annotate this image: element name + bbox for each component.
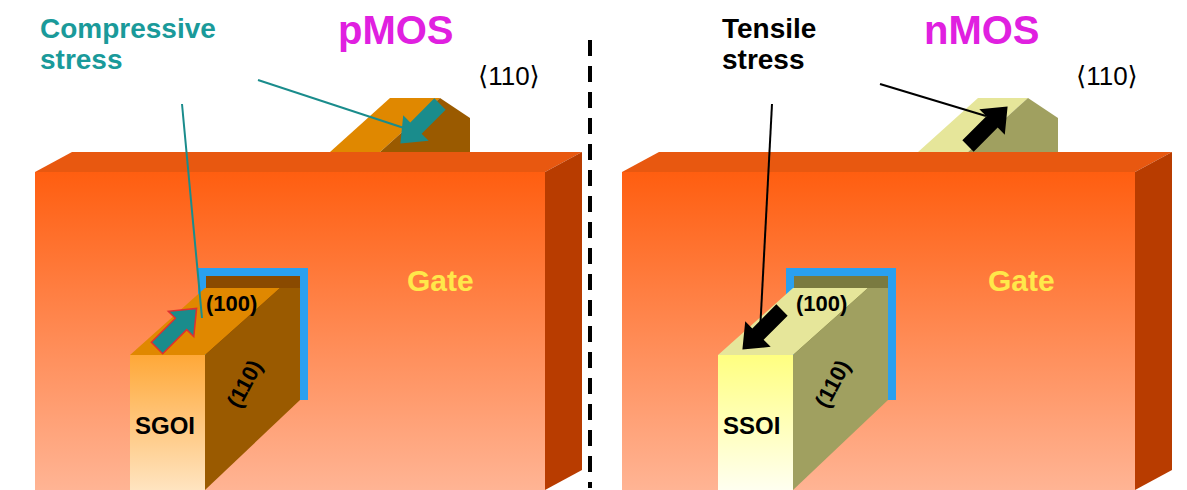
leader-line (258, 80, 404, 128)
node-text: Gate (988, 264, 1055, 297)
leader-line (182, 104, 202, 318)
node-text: SGOI (135, 413, 195, 439)
plane-label: (100) (796, 292, 847, 316)
fin-front (718, 355, 793, 490)
gate-top (35, 152, 582, 172)
gate-front (35, 172, 545, 490)
fin-side (205, 288, 300, 490)
node-text: SSOI (723, 413, 780, 439)
fin-sgoi: SGOI (130, 355, 205, 490)
divider-line (588, 40, 592, 488)
gate-side (545, 152, 582, 490)
compressive-arrow (388, 91, 453, 156)
fin-front (130, 355, 205, 490)
node-text: Gate (407, 264, 474, 297)
direction-label: ⟨110⟩ (478, 62, 540, 91)
gate-block: Gate (35, 172, 545, 490)
device-label: nMOS (924, 8, 1040, 52)
stress-label: Compressive stress (40, 14, 245, 76)
leader-line (880, 84, 986, 116)
compressive-arrow (144, 296, 209, 361)
gate-block: Gate (622, 172, 1135, 490)
direction-label: ⟨110⟩ (1076, 62, 1138, 91)
gate-side (1135, 152, 1172, 490)
fin-ssoi: SSOI (718, 355, 793, 490)
stress-label: Tensile stress (722, 14, 862, 76)
plane-label: (100) (206, 292, 257, 316)
gate-top (622, 152, 1172, 172)
leader-line (760, 104, 772, 332)
fin-side (793, 288, 888, 490)
gate-front (622, 172, 1135, 490)
device-label: pMOS (338, 8, 454, 52)
tensile-arrow (955, 94, 1020, 159)
